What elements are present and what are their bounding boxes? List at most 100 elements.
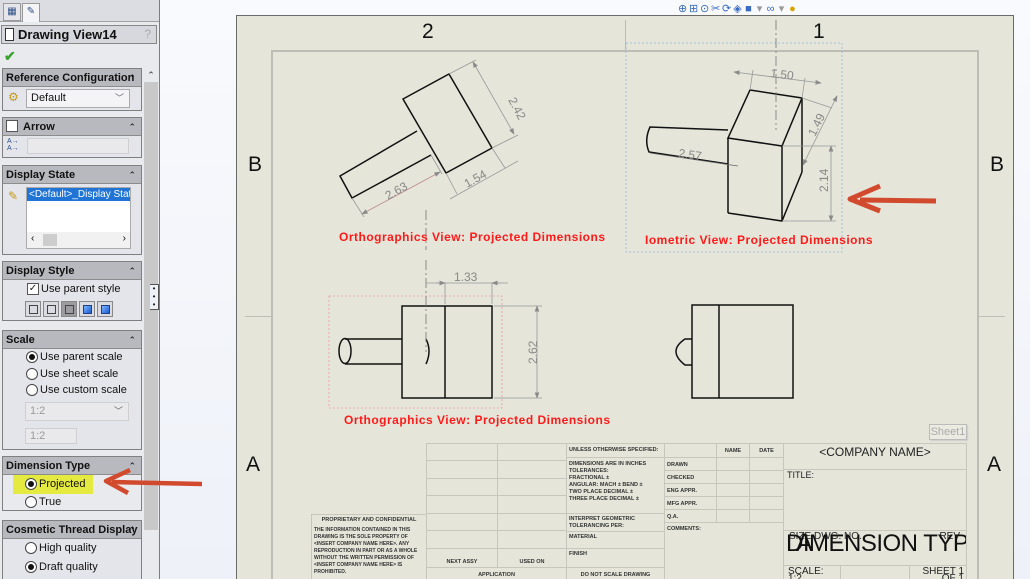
help-icon[interactable]: ? bbox=[144, 27, 151, 41]
display-state-group: Display State⌃ ✎ <Default>_Display State… bbox=[2, 165, 142, 255]
rotate-icon[interactable]: ⟳ bbox=[722, 3, 734, 15]
scroll-thumb[interactable] bbox=[43, 234, 57, 246]
collapse-icon[interactable]: ⌃ bbox=[128, 525, 136, 535]
zone-label: 2 bbox=[422, 20, 434, 43]
configuration-icon: ⚙ bbox=[8, 90, 19, 104]
shaded-icon[interactable] bbox=[97, 301, 113, 317]
display-state-item[interactable]: <Default>_Display State bbox=[27, 188, 130, 201]
sheet-tab[interactable]: Sheet1 bbox=[929, 424, 967, 440]
qa-cell: Q.A. bbox=[664, 509, 717, 523]
use-parent-style-checkbox[interactable]: ✓ bbox=[27, 283, 39, 296]
property-title: Drawing View14 ? bbox=[1, 25, 157, 44]
tolerances-cell: DIMENSIONS ARE IN INCHES TOLERANCES: FRA… bbox=[566, 457, 665, 514]
arrow-label-field[interactable] bbox=[27, 138, 129, 154]
use-parent-style-row[interactable]: ✓Use parent style bbox=[3, 280, 141, 298]
tb-cell bbox=[426, 478, 498, 496]
scroll-up-icon[interactable]: ⌃ bbox=[144, 68, 158, 82]
radio-button[interactable] bbox=[26, 368, 38, 381]
tb-cell bbox=[664, 443, 717, 458]
dropdown-icon[interactable]: ▾ bbox=[778, 3, 787, 15]
display-state-list[interactable]: <Default>_Display State ‹ › bbox=[26, 187, 131, 249]
group-title: Display State bbox=[6, 169, 76, 181]
radio-button[interactable] bbox=[25, 561, 37, 574]
radio-button[interactable] bbox=[25, 478, 37, 491]
tb-cell bbox=[426, 513, 498, 531]
projected-option[interactable]: Projected bbox=[3, 475, 141, 494]
hidden-lines-removed-icon[interactable] bbox=[61, 301, 77, 317]
zoom-previous-icon[interactable]: ⊙ bbox=[700, 3, 712, 15]
panel-resize-handle[interactable]: ••• bbox=[150, 284, 159, 310]
finish-cell: FINISH bbox=[566, 548, 665, 568]
zoom-to-area-icon[interactable]: ⊞ bbox=[689, 3, 701, 15]
zoom-to-fit-icon[interactable]: ⊕ bbox=[678, 3, 690, 15]
rev-label: REV bbox=[939, 531, 960, 542]
display-style-icon[interactable]: ■ bbox=[745, 3, 754, 15]
proprietary-text: THE INFORMATION CONTAINED IN THIS DRAWIN… bbox=[314, 527, 418, 575]
configuration-value: Default bbox=[31, 92, 66, 104]
display-style-header[interactable]: Display Style⌃ bbox=[3, 262, 141, 280]
sheet-number-cell: SHEET 1 OF 1 bbox=[909, 565, 967, 579]
use-parent-scale-option[interactable]: Use parent scale bbox=[3, 349, 141, 366]
high-quality-option[interactable]: High quality bbox=[3, 539, 141, 558]
custom-scale-select[interactable]: 1:2﹀ bbox=[25, 402, 129, 421]
zone-divider-right bbox=[979, 316, 1005, 317]
arrow-header[interactable]: Arrow⌃ bbox=[3, 118, 141, 136]
collapse-icon[interactable]: ⌃ bbox=[128, 335, 136, 345]
tb-cell bbox=[749, 457, 784, 471]
display-state-header[interactable]: Display State ⌃ bbox=[3, 166, 141, 184]
hide-show-icon[interactable]: ∞ bbox=[766, 3, 777, 15]
proprietary-block: PROPRIETARY AND CONFIDENTIAL THE INFORMA… bbox=[311, 514, 427, 579]
zone-label: B bbox=[990, 153, 1005, 176]
radio-button[interactable] bbox=[25, 542, 37, 555]
true-option[interactable]: True bbox=[3, 494, 141, 511]
date-header: DATE bbox=[749, 443, 784, 458]
ok-checkmark-icon[interactable]: ✔ bbox=[4, 48, 16, 64]
use-custom-scale-option[interactable]: Use custom scale bbox=[3, 382, 141, 398]
option-label: Use custom scale bbox=[40, 384, 127, 396]
feature-manager-tab[interactable]: ▦ bbox=[3, 3, 21, 21]
collapse-icon[interactable]: ⌃ bbox=[128, 266, 136, 276]
arrow-checkbox[interactable] bbox=[6, 120, 18, 132]
horizontal-scrollbar[interactable]: ‹ › bbox=[27, 232, 130, 248]
custom-scale-field[interactable]: 1:2 bbox=[25, 428, 77, 444]
reference-configuration-header[interactable]: Reference Configuration⌃ bbox=[3, 69, 141, 87]
collapse-icon[interactable]: ⌃ bbox=[128, 461, 136, 471]
dropdown-icon[interactable]: ▾ bbox=[756, 3, 765, 15]
comments-cell: COMMENTS: bbox=[664, 522, 784, 579]
appearance-icon[interactable]: ● bbox=[789, 3, 798, 15]
scroll-right-icon[interactable]: › bbox=[122, 233, 126, 244]
tb-cell bbox=[497, 513, 567, 531]
group-title: Cosmetic Thread Display bbox=[6, 524, 138, 536]
cosmetic-thread-group: Cosmetic Thread Display⌃ High quality Dr… bbox=[2, 520, 142, 579]
view-orientation-icon[interactable]: ◈ bbox=[733, 3, 744, 15]
application-cell: APPLICATION bbox=[426, 567, 567, 579]
use-sheet-scale-option[interactable]: Use sheet scale bbox=[3, 366, 141, 382]
collapse-icon[interactable]: ⌃ bbox=[128, 170, 136, 180]
radio-button[interactable] bbox=[26, 384, 38, 397]
cosmetic-thread-header[interactable]: Cosmetic Thread Display⌃ bbox=[3, 521, 141, 539]
tb-cell bbox=[749, 509, 784, 523]
property-manager-tab[interactable]: ✎ bbox=[22, 3, 40, 22]
zone-label: A bbox=[987, 453, 1002, 476]
material-cell: MATERIAL bbox=[566, 531, 665, 549]
wireframe-icon[interactable] bbox=[25, 301, 41, 317]
hidden-lines-visible-icon[interactable] bbox=[43, 301, 59, 317]
view-caption: Orthographics View: Projected Dimensions bbox=[339, 230, 606, 244]
draft-quality-option[interactable]: Draft quality bbox=[3, 558, 141, 577]
tb-cell bbox=[497, 443, 567, 461]
scroll-left-icon[interactable]: ‹ bbox=[31, 233, 35, 244]
tb-cell bbox=[749, 496, 784, 510]
company-name: <COMPANY NAME> bbox=[783, 443, 967, 470]
configuration-select[interactable]: Default﹀ bbox=[26, 89, 130, 108]
radio-button[interactable] bbox=[26, 351, 38, 364]
collapse-icon[interactable]: ⌃ bbox=[128, 73, 136, 83]
view-caption: Iometric View: Projected Dimensions bbox=[645, 233, 874, 247]
collapse-icon[interactable]: ⌃ bbox=[128, 122, 136, 132]
dimension-type-header[interactable]: Dimension Type⌃ bbox=[3, 457, 141, 475]
zone-divider-top bbox=[625, 20, 626, 50]
section-view-icon[interactable]: ✂ bbox=[711, 3, 723, 15]
radio-button[interactable] bbox=[25, 496, 37, 509]
shaded-with-edges-icon[interactable] bbox=[79, 301, 95, 317]
inner-border-left bbox=[271, 50, 273, 579]
scale-header[interactable]: Scale⌃ bbox=[3, 331, 141, 349]
